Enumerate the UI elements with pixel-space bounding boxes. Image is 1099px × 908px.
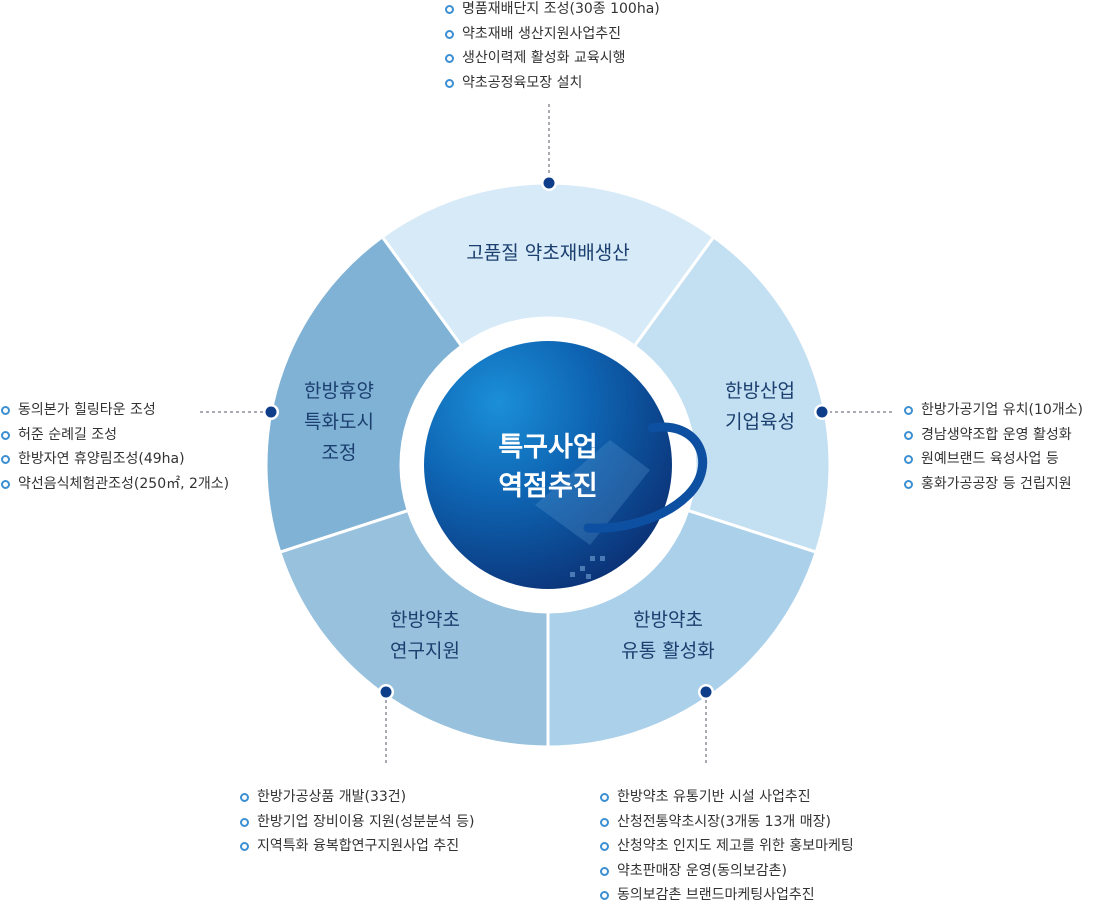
center-title-line2: 역점추진: [498, 471, 597, 502]
list-item: 약초판매장 운영(동의보감촌): [599, 859, 854, 884]
list-item: 산청약초 인지도 제고를 위한 홍보마케팅: [599, 834, 854, 859]
list-item: 동의본가 힐링타운 조성: [0, 398, 229, 423]
list-item: 홍화가공공장 등 건립지원: [903, 472, 1083, 497]
list-item: 허준 순례길 조성: [0, 423, 229, 448]
list-item: 약선음식체험관조성(250㎡, 2개소): [0, 472, 229, 497]
segment-right: [632, 234, 832, 555]
list-bottom-left: 한방가공상품 개발(33건) 한방기업 장비이용 지원(성분분석 등) 지역특화…: [239, 785, 474, 859]
list-bottom-right: 한방약초 유통기반 시설 사업추진 산청전통약초시장(3개동 13개 매장) 산…: [599, 785, 854, 908]
segment-top: [380, 181, 716, 349]
segment-bottom-right-label-line1: 한방약초: [633, 609, 703, 631]
segment-left-label-line1: 한방휴양: [304, 380, 374, 402]
segment-bottom-right-label-line2: 유통 활성화: [621, 640, 714, 662]
segment-left: [264, 234, 464, 555]
list-right: 한방가공기업 유치(10개소) 경남생약조합 운영 활성화 원예브랜드 육성사업…: [903, 398, 1083, 496]
segment-bottom-left-label-line2: 연구지원: [390, 640, 460, 662]
center-decoration: [535, 440, 650, 579]
connector-dots: [263, 175, 830, 700]
dot-bottom-left: [380, 686, 392, 698]
center-swoosh: [583, 422, 708, 533]
list-item: 약초공정육모장 설치: [444, 71, 660, 96]
list-left: 동의본가 힐링타운 조성 허준 순례길 조성 한방자연 휴양림조성(49ha) …: [0, 398, 229, 496]
dot-bottom-right: [700, 686, 712, 698]
dot-left: [265, 406, 277, 418]
segment-left-label-line3: 조정: [322, 442, 357, 464]
segment-bottom-left-label-line1: 한방약초: [390, 609, 460, 631]
dot-top: [543, 177, 555, 189]
list-item: 한방가공상품 개발(33건): [239, 785, 474, 810]
list-item: 지역특화 융복합연구지원사업 추진: [239, 834, 474, 859]
list-item: 한방자연 휴양림조성(49ha): [0, 447, 229, 472]
list-item: 한방가공기업 유치(10개소): [903, 398, 1083, 423]
list-item: 한방약초 유통기반 시설 사업추진: [599, 785, 854, 810]
center-title-line1: 특구사업: [498, 432, 597, 463]
segment-bottom-right: [546, 508, 819, 749]
segment-right-label-line1: 한방산업: [725, 380, 795, 402]
segment-top-label: 고품질 약초재배생산: [466, 242, 629, 264]
list-item: 생산이력제 활성화 교육시행: [444, 46, 660, 71]
segment-bottom-left: [277, 508, 550, 749]
dot-right: [816, 406, 828, 418]
list-item: 동의보감촌 브랜드마케팅사업추진: [599, 883, 854, 908]
segment-left-label-line2: 특화도시: [304, 411, 374, 433]
list-top: 명품재배단지 조성(30종 100ha) 약초재배 생산지원사업추진 생산이력제…: [444, 0, 660, 95]
list-item: 약초재배 생산지원사업추진: [444, 22, 660, 47]
list-item: 한방기업 장비이용 지원(성분분석 등): [239, 810, 474, 835]
list-item: 산청전통약초시장(3개동 13개 매장): [599, 810, 854, 835]
list-item: 원예브랜드 육성사업 등: [903, 447, 1083, 472]
list-item: 경남생약조합 운영 활성화: [903, 423, 1083, 448]
list-item: 명품재배단지 조성(30종 100ha): [444, 0, 660, 22]
segment-right-label-line2: 기업육성: [725, 411, 795, 433]
